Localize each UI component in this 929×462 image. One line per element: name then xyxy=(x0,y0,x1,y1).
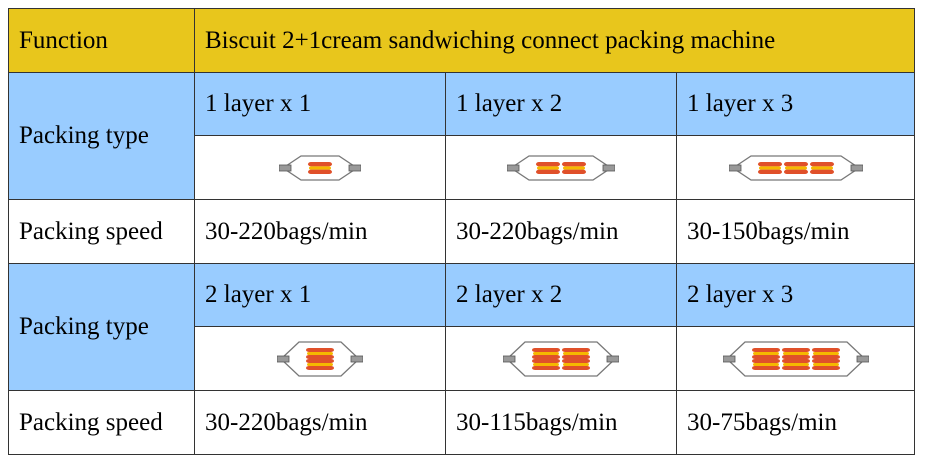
biscuit-pack-icon xyxy=(722,340,869,377)
speed-value: 30-150bags/min xyxy=(675,199,916,264)
speed-row-2: Packing speed 30-220bags/min 30-115bags/… xyxy=(8,390,916,455)
type-label-row-2: Packing type 2 layer x 1 2 layer x 2 2 l… xyxy=(8,263,916,391)
header-row: Function Biscuit 2+1cream sandwiching co… xyxy=(8,8,916,73)
biscuit-pack-icon xyxy=(507,154,615,181)
packing-type-label: Packing type xyxy=(8,72,195,200)
type-image-row-1 xyxy=(9,135,916,200)
option-label: 1 layer x 1 xyxy=(194,72,446,136)
speed-value: 30-220bags/min xyxy=(445,199,677,264)
speed-row-1: Packing speed 30-220bags/min 30-220bags/… xyxy=(8,199,916,264)
speed-value: 30-220bags/min xyxy=(194,390,446,455)
option-label: 1 layer x 2 xyxy=(445,72,677,136)
spec-table: Function Biscuit 2+1cream sandwiching co… xyxy=(8,8,916,455)
packing-type-label: Packing type xyxy=(8,263,195,391)
packing-speed-label: Packing speed xyxy=(8,199,195,264)
biscuit-pack-icon xyxy=(279,154,361,181)
speed-value: 30-115bags/min xyxy=(445,390,677,455)
package-illustration xyxy=(194,326,446,391)
packing-speed-label: Packing speed xyxy=(8,390,195,455)
machine-name: Biscuit 2+1cream sandwiching connect pac… xyxy=(193,8,916,73)
biscuit-pack-icon xyxy=(503,340,619,377)
package-illustration xyxy=(194,135,446,200)
option-label: 2 layer x 2 xyxy=(445,263,677,327)
package-illustration xyxy=(445,326,677,391)
option-label: 2 layer x 3 xyxy=(675,263,916,327)
biscuit-pack-icon xyxy=(277,340,363,377)
function-label: Function xyxy=(8,8,195,73)
package-illustration xyxy=(675,326,916,391)
option-label: 2 layer x 1 xyxy=(194,263,446,327)
speed-value: 30-75bags/min xyxy=(675,390,916,455)
package-illustration xyxy=(445,135,677,200)
speed-value: 30-220bags/min xyxy=(194,199,446,264)
type-image-row-2 xyxy=(9,326,916,391)
option-label: 1 layer x 3 xyxy=(675,72,916,136)
type-label-row-1: Packing type 1 layer x 1 1 layer x 2 1 l… xyxy=(8,72,916,200)
biscuit-pack-icon xyxy=(728,154,863,181)
package-illustration xyxy=(675,135,916,200)
